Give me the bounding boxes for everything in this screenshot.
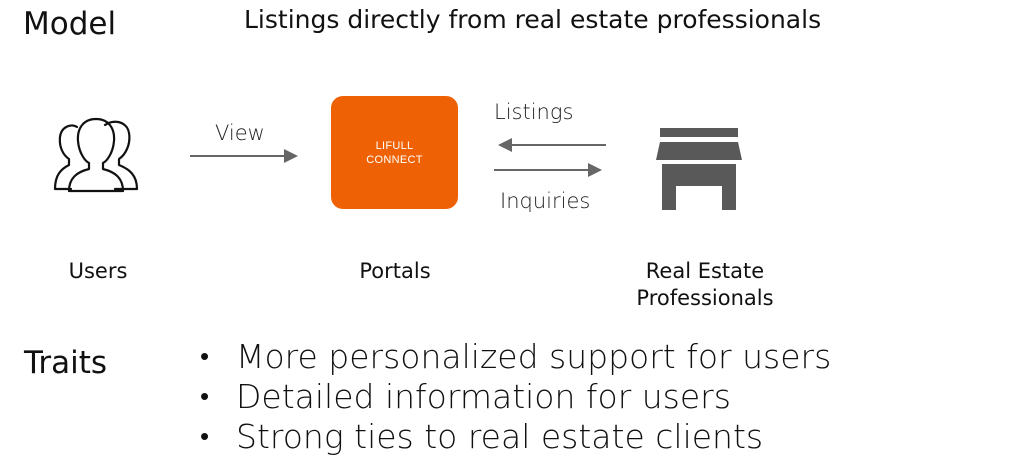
professionals-label: Real Estate Professionals <box>590 258 820 312</box>
portals-label: Portals <box>359 259 431 283</box>
inquiries-arrow-label: Inquiries <box>500 189 591 213</box>
portal-box-line1: LIFULL <box>375 139 414 152</box>
model-heading: Model <box>23 6 117 42</box>
view-arrow <box>190 149 298 163</box>
professionals-label-line2: Professionals <box>636 286 774 310</box>
traits-heading: Traits <box>24 345 108 381</box>
view-arrow-label: View <box>215 121 265 145</box>
portal-box-line2: CONNECT <box>366 153 423 166</box>
model-subtitle: Listings directly from real estate profe… <box>244 5 822 34</box>
listings-arrow-label: Listings <box>494 100 574 124</box>
traits-list: More personalized support for users Deta… <box>196 337 831 457</box>
listings-arrow <box>498 138 606 152</box>
users-icon <box>53 117 139 193</box>
inquiries-arrow <box>494 163 602 177</box>
users-label: Users <box>68 259 128 283</box>
professionals-label-line1: Real Estate <box>645 259 765 283</box>
trait-item: Detailed information for users <box>196 377 831 417</box>
trait-item: Strong ties to real estate clients <box>196 417 831 457</box>
storefront-icon <box>656 128 742 210</box>
trait-item: More personalized support for users <box>196 337 831 377</box>
lifull-connect-box: LIFULL CONNECT <box>331 96 458 209</box>
